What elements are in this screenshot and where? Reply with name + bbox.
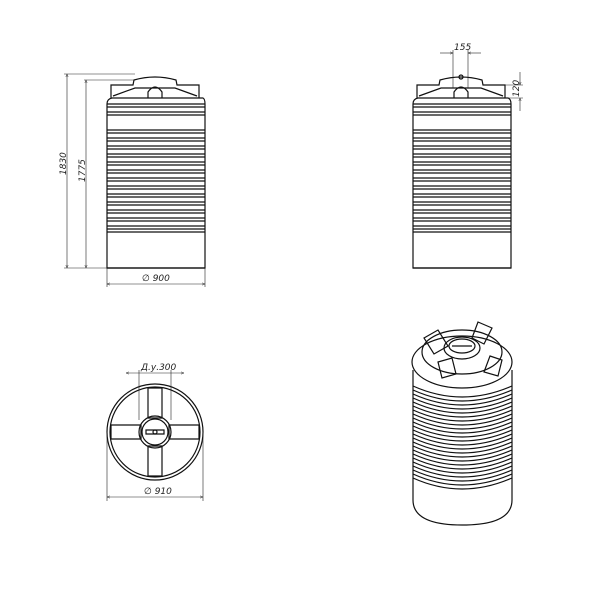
dim-nominal-bore: Д.у.300 [140,363,177,373]
rib-line [412,425,513,438]
top-dimensions: Д.у.300 ∅ 910 [107,363,203,501]
front-dimensions: 1830 1775 ∅ 900 [59,74,205,287]
rib-line [412,401,513,414]
isometric-view [411,321,513,526]
dim-front-diameter: ∅ 900 [142,274,170,284]
rib-line [412,473,513,486]
side-ribs [413,103,511,233]
rib-line [412,385,513,398]
isometric-ribs [412,385,513,490]
rib-line [412,441,513,454]
rib-line [412,389,513,402]
rib-line [412,405,513,418]
side-view [412,74,512,269]
rib-line [412,421,513,434]
dim-body-height: 1775 [78,159,88,182]
dim-lid-height: 120 [512,80,522,97]
rib-line [412,393,513,406]
rib-line [412,449,513,462]
rib-line [412,437,513,450]
rib-line [412,465,513,478]
dim-lid-width: 155 [454,43,471,53]
rib-line [412,409,513,422]
rib-line [412,445,513,458]
front-view [106,76,206,269]
rib-line [412,417,513,430]
rib-line [412,397,513,410]
rib-line [412,429,513,442]
top-view [106,383,204,481]
dim-top-diameter: ∅ 910 [144,487,172,497]
rib-line [412,453,513,466]
rib-line [412,433,513,446]
rib-line [412,457,513,470]
rib-line [412,477,513,490]
front-ribs [107,103,205,233]
rib-line [412,469,513,482]
rib-line [412,413,513,426]
side-dimensions: 155 120 [440,43,523,111]
dim-total-height: 1830 [59,152,69,175]
rib-line [412,461,513,474]
